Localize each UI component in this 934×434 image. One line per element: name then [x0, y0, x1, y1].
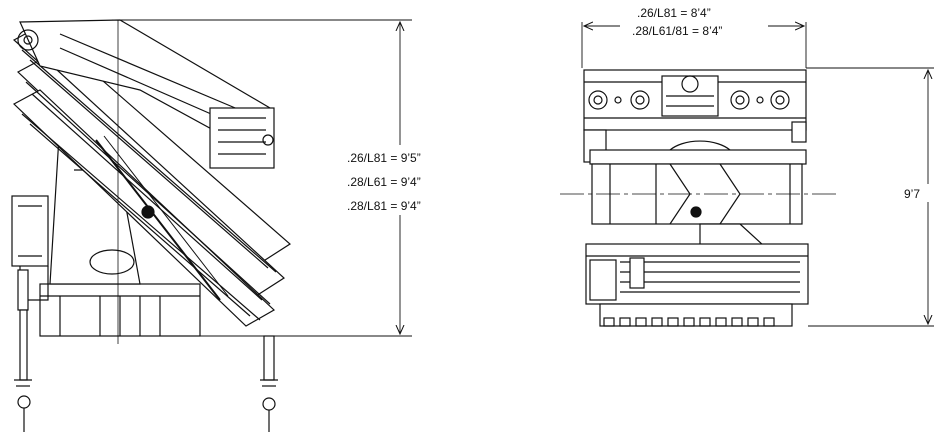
knuckle-boom	[17, 19, 275, 169]
outrigger-left	[14, 269, 32, 432]
front-width-label-1: .26/L81 = 8’4”	[637, 6, 711, 20]
front-view-crane	[583, 69, 809, 327]
base-housing	[11, 195, 201, 337]
boom-cylinder	[95, 135, 229, 301]
front-lower-base	[585, 223, 809, 327]
front-height-label-bg	[900, 184, 934, 202]
front-top-housing	[583, 69, 807, 163]
side-height-label-1: .26/L81 = 9’5”	[347, 151, 421, 165]
side-height-label-3: .28/L81 = 9’4”	[347, 199, 421, 213]
outrigger-right	[260, 335, 278, 432]
front-height-label: 9’7	[904, 187, 920, 201]
front-width-label-bg	[620, 4, 768, 40]
front-turret	[589, 140, 807, 165]
side-view-crane	[11, 19, 291, 432]
front-width-label-2: .28/L61/81 = 8’4”	[632, 24, 722, 38]
side-height-label-2: .28/L61 = 9’4”	[347, 175, 421, 189]
side-label-bg	[336, 145, 464, 215]
